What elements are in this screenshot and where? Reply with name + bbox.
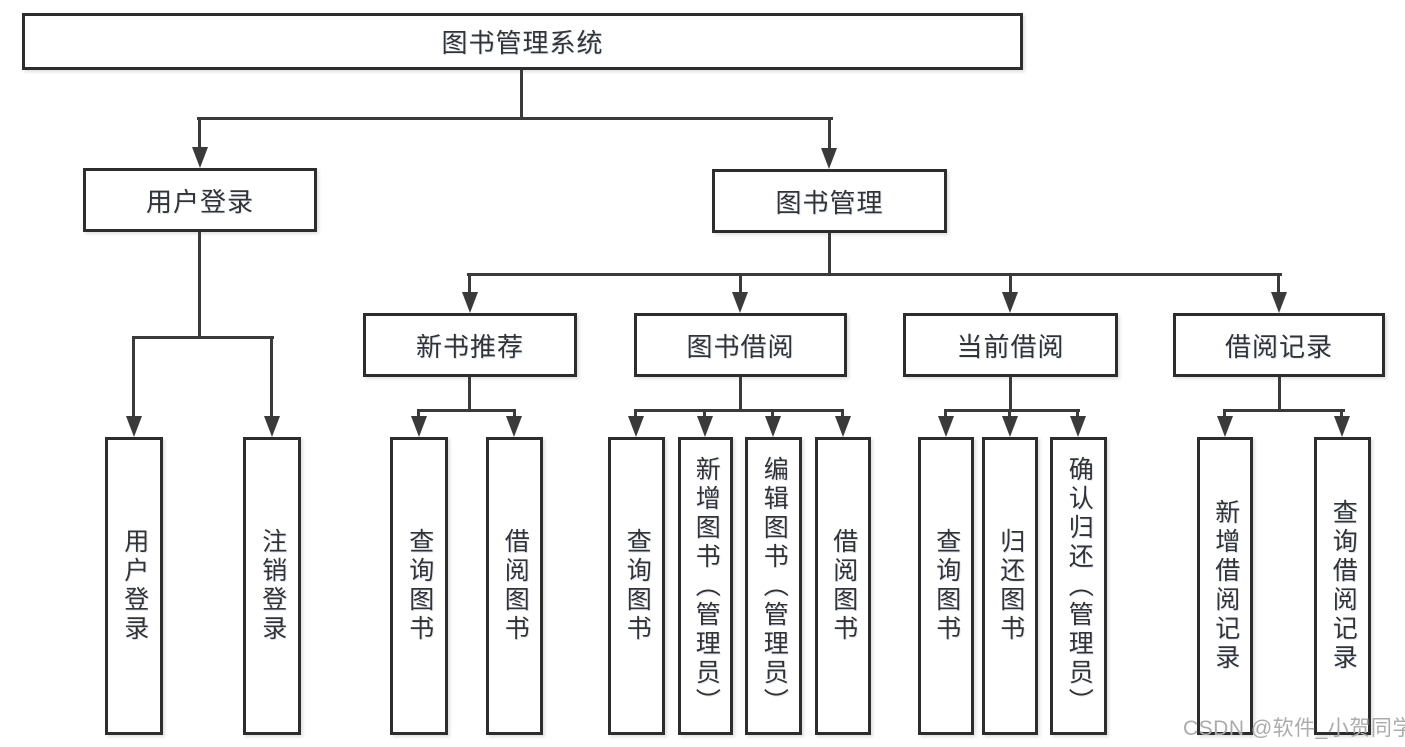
connector-book-management-stem bbox=[828, 233, 831, 276]
arrowhead-down-icon bbox=[1002, 292, 1018, 313]
connector-leaf-stub bbox=[1223, 409, 1226, 419]
connector-borrow-records-hbar bbox=[1223, 409, 1345, 412]
connector-to-user-login bbox=[198, 117, 201, 150]
arrowhead-down-icon bbox=[411, 416, 427, 437]
node-borrow-records: 借阅记录 bbox=[1173, 313, 1385, 377]
node-book-borrow: 图书借阅 bbox=[634, 313, 847, 377]
connector-current-borrow-hbar bbox=[944, 409, 1080, 412]
connector-to-borrow-records bbox=[1277, 273, 1280, 295]
arrowhead-down-icon bbox=[628, 416, 644, 437]
csdn-watermark: CSDN @软件_小贺同学 bbox=[1183, 717, 1405, 740]
connector-borrow-records-stem bbox=[1278, 377, 1281, 412]
connector-new-book-recommend-stem bbox=[468, 377, 471, 412]
arrowhead-down-icon bbox=[697, 416, 713, 437]
leaf-query-book-recommend: 查询图书 bbox=[390, 437, 448, 735]
connector-leaf-stub bbox=[513, 409, 516, 419]
node-book-management: 图书管理 bbox=[712, 169, 947, 233]
connector-leaf-stub bbox=[1008, 409, 1011, 419]
connector-to-book-borrow bbox=[739, 273, 742, 295]
connector-leaf-stub bbox=[1076, 409, 1079, 419]
arrowhead-down-icon bbox=[1070, 416, 1086, 437]
arrowhead-down-icon bbox=[506, 416, 522, 437]
connector-book-management-hbar bbox=[467, 273, 1282, 276]
connector-to-leaf-logout bbox=[270, 336, 273, 420]
connector-to-current-borrow bbox=[1009, 273, 1012, 295]
leaf-edit-book-admin: 编辑图书（管理员） bbox=[745, 437, 802, 735]
arrowhead-down-icon bbox=[462, 292, 478, 313]
connector-leaf-stub bbox=[703, 409, 706, 419]
leaf-logout: 注销登录 bbox=[243, 437, 301, 735]
leaf-borrow-book-recommend: 借阅图书 bbox=[486, 437, 543, 735]
connector-current-borrow-stem bbox=[1009, 377, 1012, 412]
connector-book-borrow-stem bbox=[739, 377, 742, 412]
arrowhead-down-icon bbox=[192, 147, 208, 168]
leaf-query-book-current: 查询图书 bbox=[918, 437, 974, 735]
arrowhead-down-icon bbox=[821, 148, 837, 169]
arrowhead-down-icon bbox=[938, 416, 954, 437]
connector-root-stem bbox=[520, 70, 523, 120]
connector-leaf-stub bbox=[1340, 409, 1343, 419]
leaf-user-login: 用户登录 bbox=[105, 437, 163, 735]
connector-leaf-stub bbox=[634, 409, 637, 419]
connector-leaf-stub bbox=[944, 409, 947, 419]
arrowhead-down-icon bbox=[264, 416, 280, 437]
connector-user-login-hbar bbox=[132, 336, 274, 339]
node-current-borrow: 当前借阅 bbox=[903, 313, 1118, 377]
node-new-book-recommend: 新书推荐 bbox=[363, 313, 577, 377]
arrowhead-down-icon bbox=[1334, 416, 1350, 437]
connector-leaf-stub bbox=[417, 409, 420, 419]
leaf-add-borrow-record: 新增借阅记录 bbox=[1197, 437, 1253, 735]
connector-root-hbar bbox=[197, 117, 833, 120]
connector-leaf-stub bbox=[841, 409, 844, 419]
connector-book-borrow-hbar bbox=[634, 409, 844, 412]
leaf-query-borrow-record: 查询借阅记录 bbox=[1314, 437, 1371, 735]
leaf-return-book: 归还图书 bbox=[982, 437, 1038, 735]
arrowhead-down-icon bbox=[1217, 416, 1233, 437]
leaf-borrow-book: 借阅图书 bbox=[815, 437, 871, 735]
leaf-confirm-return-admin: 确认归还（管理员） bbox=[1050, 437, 1107, 735]
node-user-login: 用户登录 bbox=[83, 168, 317, 232]
arrowhead-down-icon bbox=[126, 416, 142, 437]
arrowhead-down-icon bbox=[765, 416, 781, 437]
connector-leaf-stub bbox=[771, 409, 774, 419]
arrowhead-down-icon bbox=[1271, 292, 1287, 313]
node-root-library-system: 图书管理系统 bbox=[22, 13, 1023, 70]
connector-to-book-management bbox=[828, 117, 831, 151]
arrowhead-down-icon bbox=[732, 292, 748, 313]
arrowhead-down-icon bbox=[1002, 416, 1018, 437]
leaf-add-book-admin: 新增图书（管理员） bbox=[678, 437, 733, 735]
connector-to-leaf-user-login bbox=[132, 336, 135, 420]
connector-to-new-book-recommend bbox=[468, 273, 471, 295]
leaf-query-book-borrow: 查询图书 bbox=[608, 437, 665, 735]
arrowhead-down-icon bbox=[835, 416, 851, 437]
connector-user-login-stem bbox=[198, 232, 201, 339]
connector-new-book-recommend-hbar bbox=[417, 409, 516, 412]
